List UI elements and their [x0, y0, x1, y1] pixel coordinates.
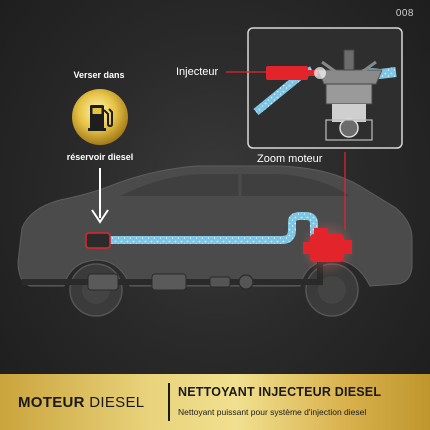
instruction-verser: Verser dans — [73, 70, 125, 80]
exhaust-system — [22, 262, 323, 291]
footer-divider — [168, 383, 170, 421]
instruction-reservoir: réservoir diesel — [66, 152, 134, 162]
brand-light: DIESEL — [89, 394, 145, 411]
down-arrow-icon — [91, 168, 109, 224]
injecteur-label: Injecteur — [176, 66, 219, 78]
page-number: 008 — [395, 8, 414, 19]
fuel-pump-icon — [72, 89, 128, 145]
product-description: Nettoyant puissant pour système d'inject… — [178, 407, 367, 417]
injector-icon — [266, 66, 308, 80]
engine-icon — [303, 228, 352, 262]
zoom-panel — [247, 27, 403, 149]
footer-banner: MOTEUR DIESEL NETTOYANT INJECTEUR DIESEL… — [0, 374, 430, 430]
fuel-tank — [85, 232, 111, 249]
product-name: NETTOYANT INJECTEUR DIESEL — [178, 385, 382, 399]
fuel-line — [104, 212, 318, 244]
turbo-icon — [238, 274, 254, 290]
brand-bold: MOTEUR — [18, 394, 85, 411]
car-windows — [120, 174, 350, 196]
brand-title: MOTEUR DIESEL — [18, 394, 144, 411]
zoom-moteur-label: Zoom moteur — [257, 153, 323, 165]
